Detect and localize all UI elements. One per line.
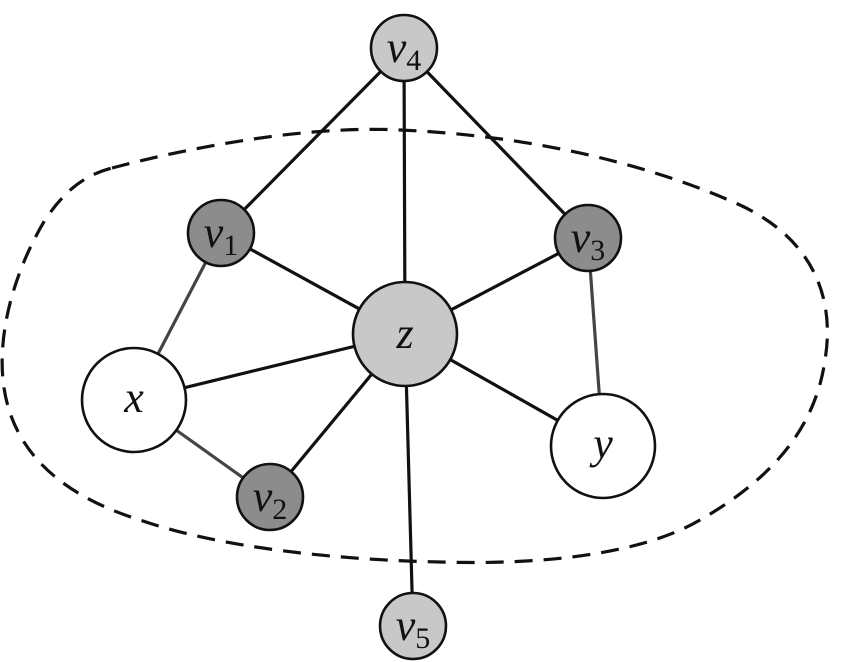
dashed-region-boundary (0, 127, 829, 565)
node-y: y (549, 392, 657, 500)
node-v5-circle (378, 591, 448, 661)
node-v2-label: v (253, 472, 273, 521)
node-v2-subscript: 2 (272, 493, 287, 526)
node-x-label: x (123, 373, 144, 422)
svg-text:v5: v5 (396, 601, 431, 655)
edge-v4-v1 (219, 46, 406, 235)
node-v1-circle (186, 198, 256, 268)
node-y-circle (549, 392, 657, 500)
node-v1-subscript: 1 (223, 229, 238, 262)
svg-text:v4: v4 (387, 23, 422, 77)
node-v2-circle (235, 462, 305, 532)
node-v2: v2 (235, 462, 305, 532)
node-v4: v4 (369, 13, 439, 83)
node-v3: v3 (553, 203, 623, 273)
node-v5: v5 (378, 591, 448, 661)
svg-text:v2: v2 (253, 472, 288, 526)
node-v4-subscript: 4 (406, 44, 421, 77)
svg-text:v1: v1 (204, 208, 239, 262)
node-z-label: z (395, 309, 413, 358)
node-z-circle (351, 280, 459, 388)
node-v4-label: v (387, 23, 407, 72)
node-v3-circle (553, 203, 623, 273)
node-v1: v1 (186, 198, 256, 268)
node-x-circle (80, 346, 188, 454)
svg-text:v3: v3 (571, 213, 606, 267)
node-y-label: y (589, 419, 613, 468)
node-v4-circle (369, 13, 439, 83)
node-z: z (351, 280, 459, 388)
node-x: x (80, 346, 188, 454)
edge-v4-v3 (402, 46, 590, 240)
node-v3-label: v (571, 213, 591, 262)
node-v1-label: v (204, 208, 224, 257)
node-v3-subscript: 3 (590, 234, 605, 267)
node-v5-subscript: 5 (415, 622, 430, 655)
node-v5-label: v (396, 601, 416, 650)
